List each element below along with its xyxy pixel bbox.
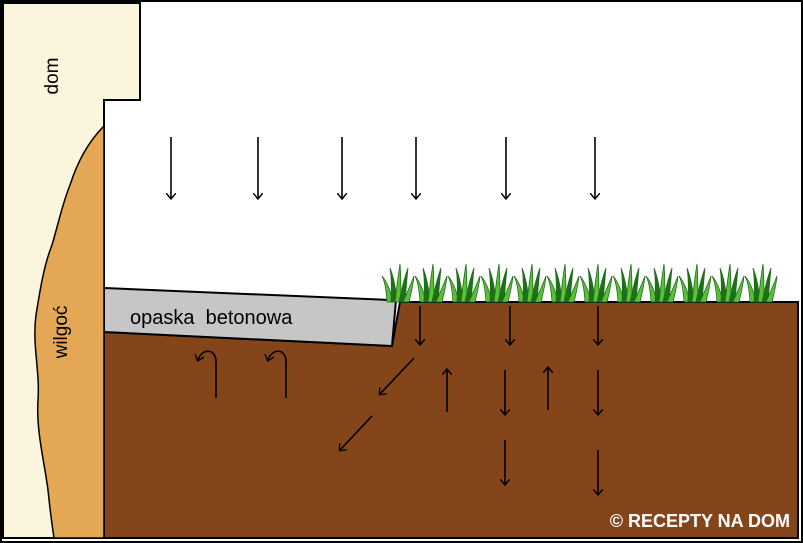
grass-tuft	[711, 263, 745, 303]
curved-arrows	[198, 350, 287, 398]
grass-tuft	[645, 263, 679, 303]
grass-tuft	[381, 263, 415, 303]
grass-tuft	[447, 263, 481, 303]
grass-tuft	[744, 263, 778, 303]
grass-tuft	[678, 263, 712, 303]
grass-tuft	[579, 263, 613, 303]
soil-up-arrows	[447, 368, 548, 412]
rain-arrows	[171, 137, 595, 198]
diagonal-arrows	[340, 357, 415, 450]
grass-tuft	[414, 263, 448, 303]
grass-tuft	[612, 263, 646, 303]
grass-tuft	[546, 263, 580, 303]
soil-down-arrows	[420, 306, 598, 494]
diagonal-arrow	[380, 357, 415, 394]
grass	[381, 263, 778, 303]
curved-arrow	[198, 350, 217, 398]
watermark: © RECEPTY NA DOM	[610, 511, 790, 531]
grass-tuft	[513, 263, 547, 303]
curved-arrow	[268, 350, 287, 398]
diagonal-arrow	[340, 415, 373, 450]
concrete-apron-label: opaska betonowa	[130, 307, 293, 329]
moisture-label: wilgoć	[51, 306, 72, 360]
moisture-zone	[34, 124, 105, 539]
house-label: dom	[42, 58, 63, 95]
grass-tuft	[480, 263, 514, 303]
